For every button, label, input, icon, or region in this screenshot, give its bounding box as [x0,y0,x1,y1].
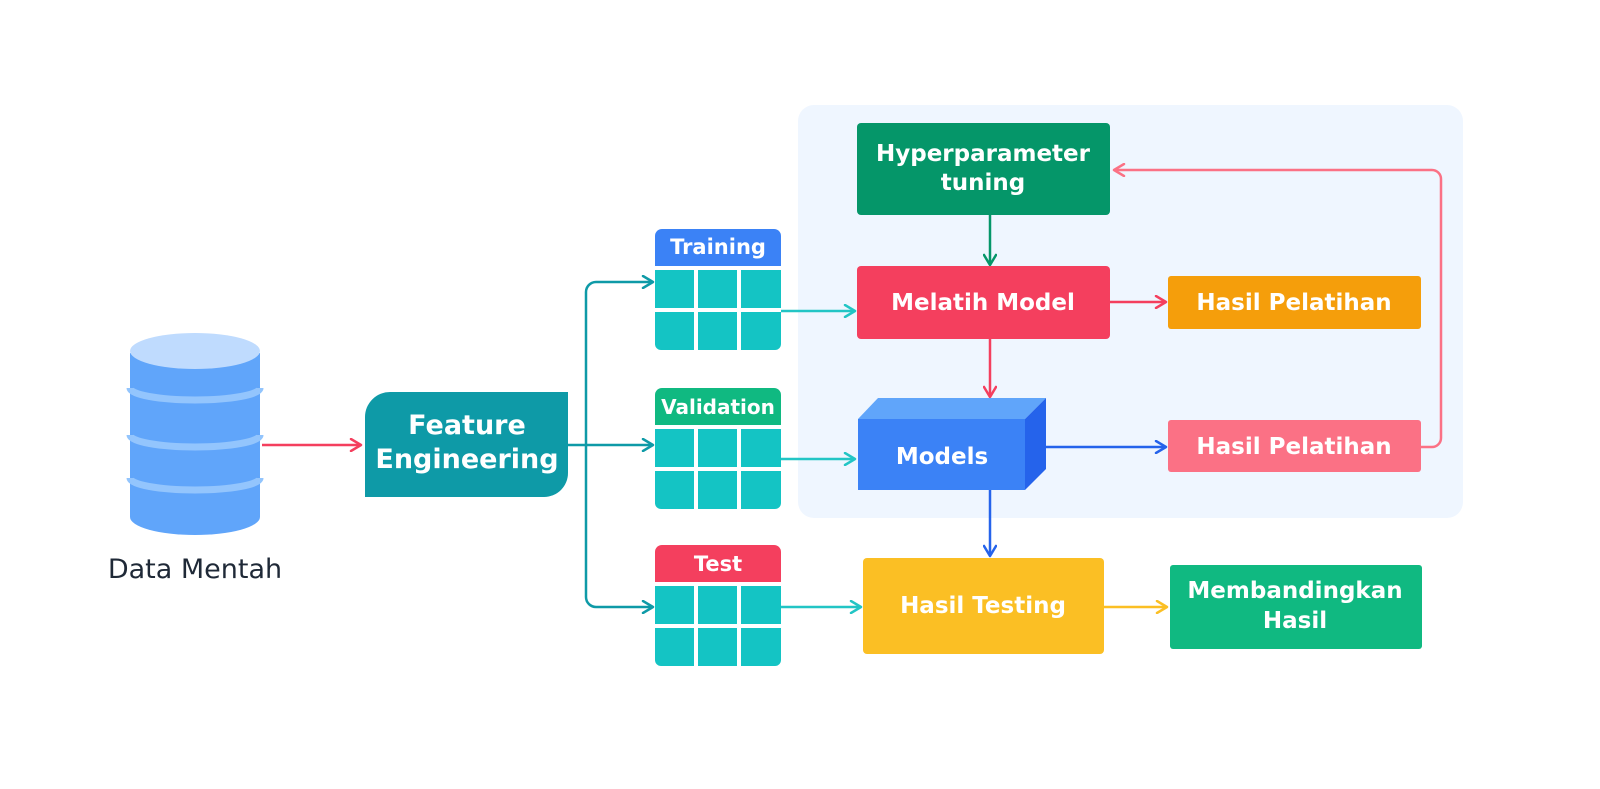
membandingkan-label-1: Membandingkan [1187,578,1402,604]
hasil-pelatihan-node-1 [1168,276,1421,329]
feature-engineering-label-1: Feature [408,410,526,441]
models-node [858,398,1046,490]
hasil-testing-node [863,558,1104,654]
feature-engineering-label-2: Engineering [375,444,558,475]
melatih-model-node [857,266,1110,339]
feature-engineering-node [365,392,568,497]
test-label: Test [694,552,742,576]
validation-dataset [655,388,781,509]
hasil-pelatihan-node-2 [1168,420,1421,472]
melatih-model-label: Melatih Model [891,290,1075,316]
arrow-feature-to-training [568,282,652,447]
validation-label: Validation [661,395,775,419]
database-label: Data Mentah [108,554,282,585]
hasil-pelatihan-label-1: Hasil Pelatihan [1196,290,1391,316]
training-dataset [655,229,781,350]
hyperparameter-node [857,123,1110,215]
arrow-feedback-to-hyperparameter [1115,170,1443,449]
training-label: Training [670,235,766,259]
hasil-testing-label: Hasil Testing [900,593,1066,619]
arrow-feature-to-test [584,445,652,607]
models-label: Models [896,444,988,470]
database-icon [126,333,264,535]
hasil-pelatihan-label-2: Hasil Pelatihan [1196,434,1391,460]
membandingkan-hasil-node [1170,565,1422,649]
hyperparameter-label-1: Hyperparameter [876,141,1091,167]
hyperparameter-label-2: tuning [941,170,1025,196]
test-dataset [655,545,781,666]
membandingkan-label-2: Hasil [1263,608,1327,634]
